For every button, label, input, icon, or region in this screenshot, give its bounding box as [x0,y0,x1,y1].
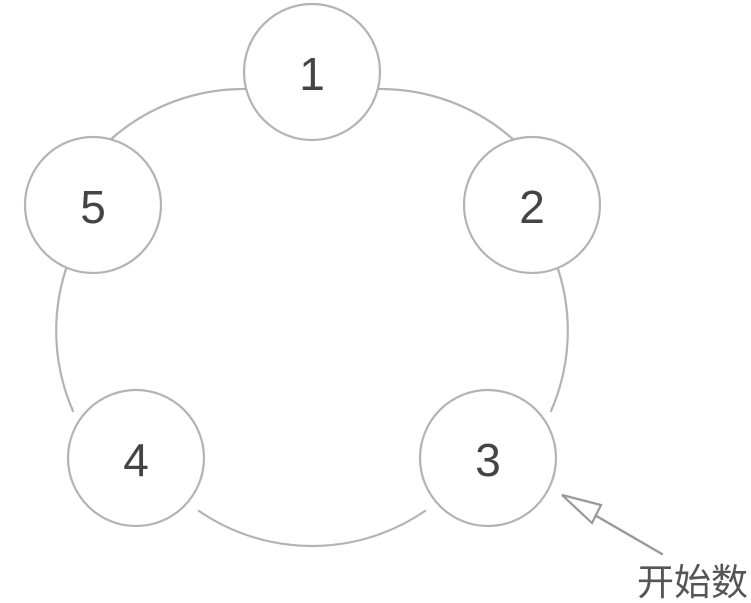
annotation-arrow-head-icon [561,493,603,525]
arc-node3-node4 [197,509,427,548]
node-4-circle[interactable] [66,388,206,528]
node-2-label: 2 [519,181,545,233]
node-3-label: 3 [475,434,501,486]
annotation-arrow-shaft [591,512,664,556]
node-5-label: 5 [80,181,106,233]
connection-arcs [55,87,569,548]
node-4-label: 4 [123,434,149,486]
node-3-circle[interactable] [418,388,558,528]
arc-node5-node1 [107,87,249,143]
node-5-circle[interactable] [23,135,163,275]
arc-node1-node2 [375,87,517,143]
node-3[interactable]: 3 [418,388,558,528]
node-4[interactable]: 4 [66,388,206,528]
start-annotation: 开始数 [561,493,748,603]
node-2[interactable]: 2 [462,135,602,275]
node-1[interactable]: 1 [242,2,382,142]
arc-node4-node5 [55,267,75,413]
arc-node2-node3 [549,267,569,413]
annotation-label: 开始数 [637,561,748,603]
node-5[interactable]: 5 [23,135,163,275]
node-1-label: 1 [299,48,325,100]
node-2-circle[interactable] [462,135,602,275]
node-1-circle[interactable] [242,2,382,142]
nodes: 1 2 3 4 5 [23,2,602,528]
